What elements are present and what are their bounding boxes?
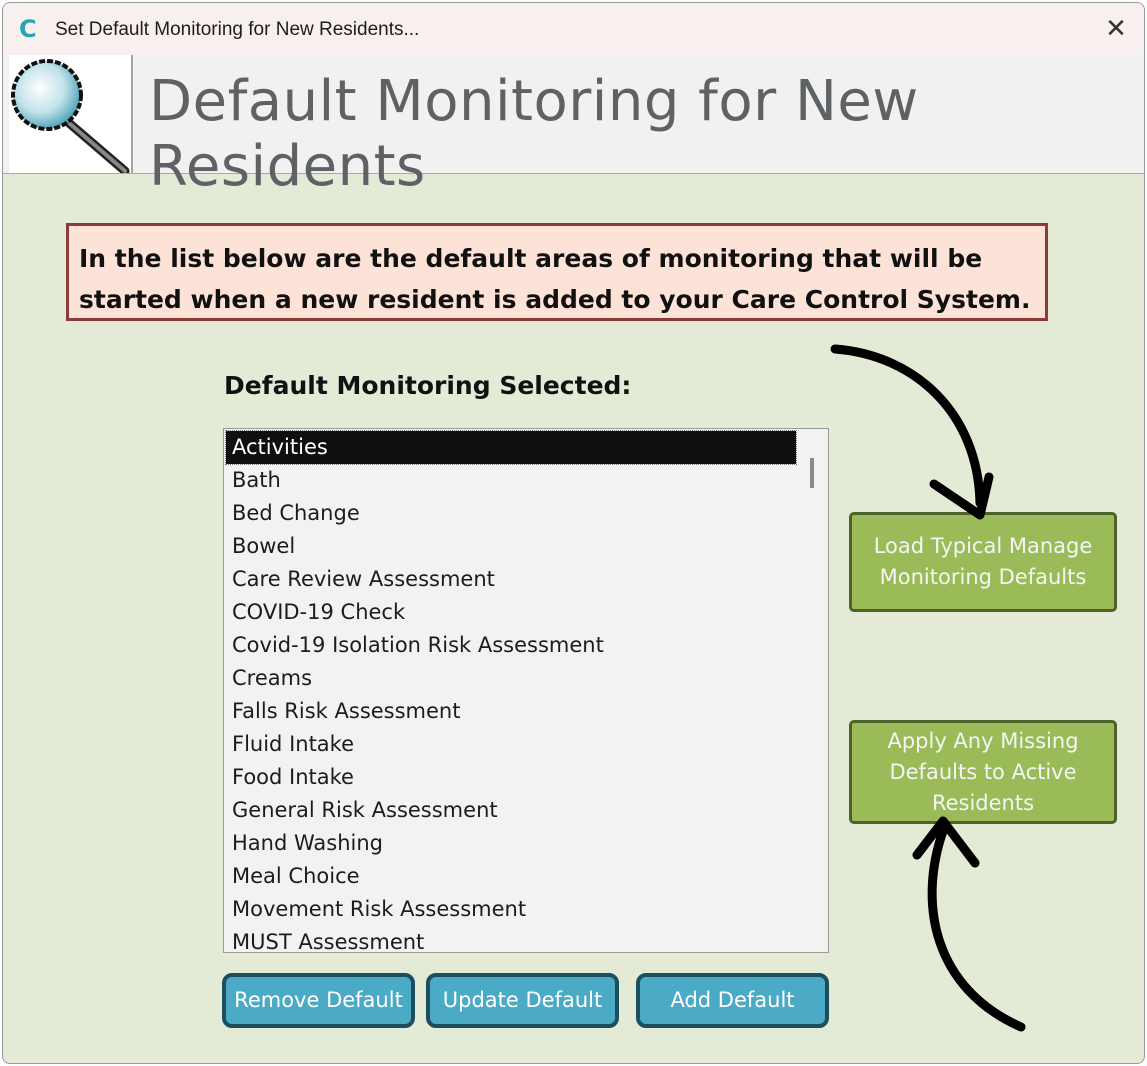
scrollbar-thumb[interactable] xyxy=(810,458,814,488)
apply-button-line-1: Apply Any Missing xyxy=(887,728,1079,753)
add-default-button[interactable]: Add Default xyxy=(636,973,829,1028)
load-button-line-2: Monitoring Defaults xyxy=(879,565,1087,589)
list-item[interactable]: Hand Washing xyxy=(232,831,383,855)
app-logo-icon: C xyxy=(19,15,37,43)
list-item[interactable]: Bath xyxy=(232,468,281,492)
info-text: In the list below are the default areas … xyxy=(79,238,1039,320)
list-item[interactable]: Meal Choice xyxy=(232,864,360,888)
list-item[interactable]: Bowel xyxy=(232,534,296,558)
list-item[interactable]: Food Intake xyxy=(232,765,354,789)
list-item[interactable]: COVID-19 Check xyxy=(232,600,406,624)
arrow-to-load-button xyxy=(830,344,994,520)
list-item[interactable]: Covid-19 Isolation Risk Assessment xyxy=(232,633,604,657)
list-item[interactable]: Care Review Assessment xyxy=(232,567,495,591)
remove-default-button[interactable]: Remove Default xyxy=(222,973,415,1028)
apply-button-line-2: Defaults to Active xyxy=(889,759,1077,784)
list-item[interactable]: MUST Assessment xyxy=(232,930,425,953)
list-item[interactable]: Fluid Intake xyxy=(232,732,355,756)
arrow-to-apply-button xyxy=(912,816,1026,1032)
list-item[interactable]: General Risk Assessment xyxy=(232,798,498,822)
apply-missing-defaults-button[interactable]: Apply Any Missing Defaults to Active Res… xyxy=(849,720,1117,824)
info-notice: In the list below are the default areas … xyxy=(66,223,1048,321)
close-button[interactable]: ✕ xyxy=(1105,14,1127,44)
load-typical-defaults-button[interactable]: Load Typical Manage Monitoring Defaults xyxy=(849,512,1117,612)
list-item[interactable]: Bed Change xyxy=(232,501,360,525)
load-button-line-1: Load Typical Manage xyxy=(873,534,1093,558)
apply-button-line-3: Residents xyxy=(931,790,1035,815)
title-bar: C Set Default Monitoring for New Residen… xyxy=(3,3,1144,55)
list-item[interactable]: Movement Risk Assessment xyxy=(232,897,527,921)
list-item[interactable]: Creams xyxy=(232,666,313,690)
magnifying-glass-icon xyxy=(9,55,133,176)
list-heading: Default Monitoring Selected: xyxy=(224,371,632,400)
list-item[interactable]: Activities xyxy=(225,430,797,465)
page-title: Default Monitoring for New Residents xyxy=(149,69,919,199)
list-item[interactable]: Falls Risk Assessment xyxy=(232,699,461,723)
info-line-1: In the list below are the default areas … xyxy=(79,244,983,273)
info-line-2: started when a new resident is added to … xyxy=(79,285,1031,314)
header-banner: Default Monitoring for New Residents xyxy=(3,55,1144,199)
window-title: Set Default Monitoring for New Residents… xyxy=(55,19,420,40)
update-default-button[interactable]: Update Default xyxy=(426,973,619,1028)
